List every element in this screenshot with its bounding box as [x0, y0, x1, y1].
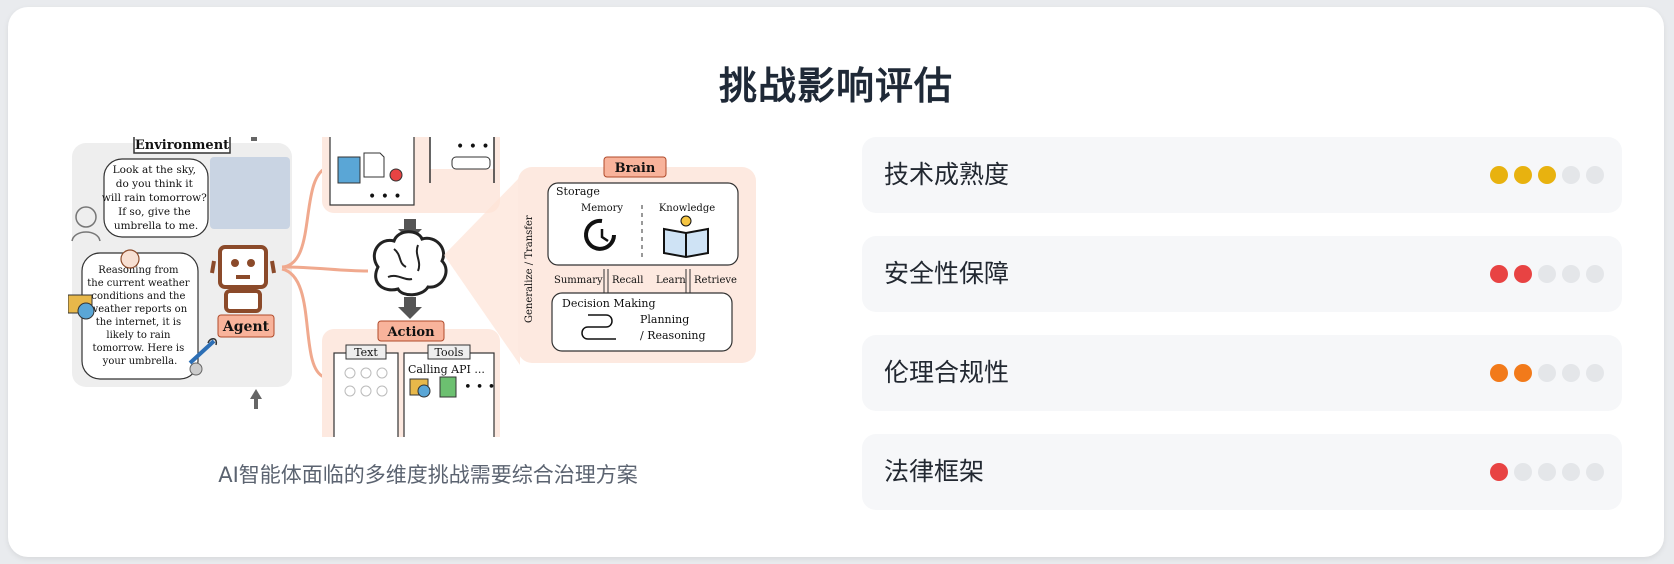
- svg-text:• • •: • • •: [368, 189, 402, 205]
- challenge-assessment-card: 挑战影响评估 Environment Look at the sky, do y…: [8, 7, 1664, 557]
- svg-text:• • •: • • •: [464, 380, 495, 395]
- rating-dot-filled: [1514, 166, 1532, 184]
- summary-label: Summary: [554, 275, 603, 286]
- rating-dot-empty: [1562, 166, 1580, 184]
- rating-dot-empty: [1586, 364, 1604, 382]
- rating-row: 伦理合规性: [862, 335, 1622, 411]
- rating-dots: [1490, 364, 1604, 382]
- globe-folder-icon: [68, 294, 95, 320]
- rating-dot-empty: [1586, 166, 1604, 184]
- rating-label: 伦理合规性: [884, 358, 1010, 387]
- rating-label: 法律框架: [884, 457, 985, 486]
- rating-dot-filled: [1538, 166, 1556, 184]
- calling-api-label: Calling API ...: [408, 363, 485, 376]
- rating-dot-filled: [1490, 364, 1508, 382]
- memory-clock-icon: [584, 218, 616, 251]
- rating-row: 安全性保障: [862, 236, 1622, 312]
- agent-label: Agent: [222, 319, 270, 335]
- storage-label: Storage: [556, 185, 600, 198]
- rating-dots: [1490, 166, 1604, 184]
- retrieve-label: Retrieve: [694, 275, 737, 286]
- rating-dots: [1490, 463, 1604, 481]
- page-title: 挑战影响评估: [718, 63, 953, 108]
- figure-caption: AI智能体面临的多维度挑战需要综合治理方案: [218, 463, 638, 487]
- recall-label: Recall: [612, 275, 643, 286]
- agent-framework-figure: Environment Look at the sky, do you thin…: [68, 137, 828, 437]
- action-tools-label: Tools: [435, 346, 464, 359]
- learn-label: Learn: [656, 275, 686, 286]
- rating-dot-empty: [1514, 463, 1532, 481]
- knowledge-book-icon: [663, 215, 709, 259]
- rating-dot-empty: [1538, 364, 1556, 382]
- rating-dot-empty: [1538, 265, 1556, 283]
- rating-dot-filled: [1514, 265, 1532, 283]
- environment-label: Environment: [135, 138, 229, 153]
- rating-dot-filled: [1490, 265, 1508, 283]
- small-brain-icon: [120, 249, 140, 269]
- rating-row: 技术成熟度: [862, 137, 1622, 213]
- svg-text:• • •: • • •: [456, 139, 490, 155]
- rating-dot-empty: [1562, 265, 1580, 283]
- rating-label: 安全性保障: [884, 259, 1010, 288]
- robot-icon: [210, 245, 276, 313]
- brain-label: Brain: [615, 161, 656, 176]
- rating-dot-filled: [1490, 463, 1508, 481]
- rating-dots: [1490, 265, 1604, 283]
- reasoning-label: / Reasoning: [640, 329, 706, 342]
- rating-dot-empty: [1562, 364, 1580, 382]
- rating-dot-filled: [1490, 166, 1508, 184]
- rating-dot-empty: [1562, 463, 1580, 481]
- rating-list: 技术成熟度安全性保障伦理合规性法律框架: [862, 137, 1622, 533]
- agent-bubble: Reasoning from the current weather condi…: [87, 265, 193, 367]
- decision-making-label: Decision Making: [562, 297, 656, 310]
- action-text-label: Text: [354, 346, 378, 359]
- brain-icon: [372, 230, 448, 297]
- rating-dot-empty: [1538, 463, 1556, 481]
- action-label: Action: [386, 325, 435, 340]
- rating-dot-filled: [1514, 364, 1532, 382]
- user-icon: [71, 206, 101, 242]
- rating-dot-empty: [1586, 265, 1604, 283]
- generalize-label: Generalize / Transfer: [524, 215, 535, 323]
- planning-label: Planning: [640, 313, 689, 326]
- rating-label: 技术成熟度: [884, 160, 1010, 189]
- user-bubble: Look at the sky, do you think it will ra…: [102, 164, 210, 232]
- memory-label: Memory: [581, 203, 623, 214]
- rating-dot-empty: [1586, 463, 1604, 481]
- rating-row: 法律框架: [862, 434, 1622, 510]
- umbrella-icon: [188, 338, 218, 376]
- knowledge-label: Knowledge: [659, 203, 715, 214]
